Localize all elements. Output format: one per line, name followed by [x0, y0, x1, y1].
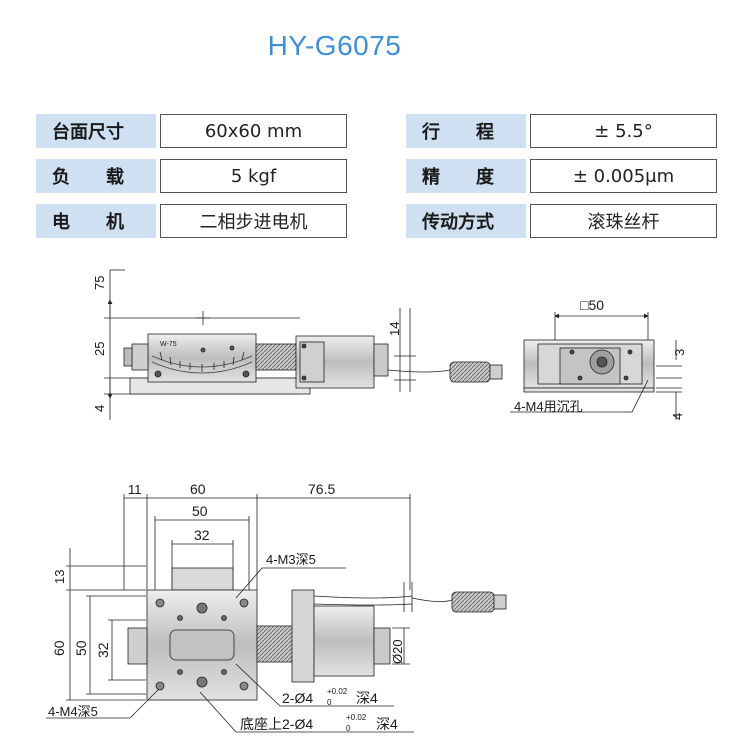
top-view-labels: 11 60 76.5 50 32 13 60 50 32 Ø20 4-M3深5 … [48, 481, 405, 733]
spec-label-drive: 传动方式 [406, 204, 526, 238]
spec-value-table-size: 60x60 mm [160, 114, 347, 148]
dim-height-text: 25 [92, 342, 107, 356]
top-dim-motor-text: 76.5 [308, 481, 335, 497]
top-dim-width-text: 60 [190, 481, 206, 497]
top-dim-offset-text: 11 [128, 482, 142, 497]
spec-label-accuracy: 精 度 [406, 159, 526, 193]
svg-text:深4: 深4 [376, 716, 398, 732]
svg-text:+0.02: +0.02 [327, 687, 348, 696]
top-dim-50-text: 50 [192, 503, 208, 519]
end-hole-note: 4-M4用沉孔 [514, 399, 583, 414]
dim-top-text: 75 [92, 276, 107, 290]
svg-text:深4: 深4 [356, 690, 378, 706]
spec-label-load: 负 载 [36, 159, 156, 193]
note-pin: 2-Ø4 +0.02 0 深4 [282, 687, 378, 707]
end-view-labels: □50 3 4 4-M4用沉孔 [514, 297, 687, 420]
svg-text:底座上2-Ø4: 底座上2-Ø4 [240, 716, 313, 732]
top-view [46, 494, 507, 733]
top-dim-60v-text: 60 [51, 640, 67, 656]
top-dim-phi20-text: Ø20 [390, 639, 405, 664]
spec-label-motor: 电 机 [36, 204, 156, 238]
top-dim-50v-text: 50 [73, 640, 89, 656]
side-view [104, 269, 503, 420]
spec-value-load: 5 kgf [160, 159, 347, 193]
svg-text:2-Ø4: 2-Ø4 [282, 690, 313, 706]
top-dim-32-text: 32 [194, 527, 210, 543]
scale-text: W-75 [160, 341, 177, 348]
svg-text:+0.02: +0.02 [346, 713, 367, 722]
end-dim-right-text: 3 [672, 349, 687, 356]
spec-value-travel: ± 5.5° [530, 114, 717, 148]
end-view [510, 312, 682, 420]
note-m4: 4-M4深5 [48, 704, 98, 719]
svg-text:0: 0 [327, 698, 332, 707]
spec-label-travel: 行 程 [406, 114, 526, 148]
product-title: HY-G6075 [267, 30, 402, 61]
dim-base-text: 4 [92, 405, 107, 412]
svg-text:0: 0 [346, 724, 351, 733]
note-m3: 4-M3深5 [266, 552, 316, 567]
side-view-labels: 75 25 4 14 W-75 [92, 276, 402, 412]
end-dim-bottom-text: 4 [670, 413, 685, 420]
note-base-pin: 底座上2-Ø4 +0.02 0 深4 [240, 713, 398, 733]
spec-label-table-size: 台面尺寸 [36, 114, 156, 148]
spec-value-accuracy: ± 0.005μm [530, 159, 717, 193]
top-dim-32v-text: 32 [95, 642, 111, 658]
end-dim-width-text: □50 [580, 297, 604, 313]
spec-value-drive: 滚珠丝杆 [530, 204, 717, 238]
top-dim-13-text: 13 [52, 570, 67, 584]
spec-value-motor: 二相步进电机 [160, 204, 347, 238]
dim-cable-text: 14 [387, 322, 402, 336]
